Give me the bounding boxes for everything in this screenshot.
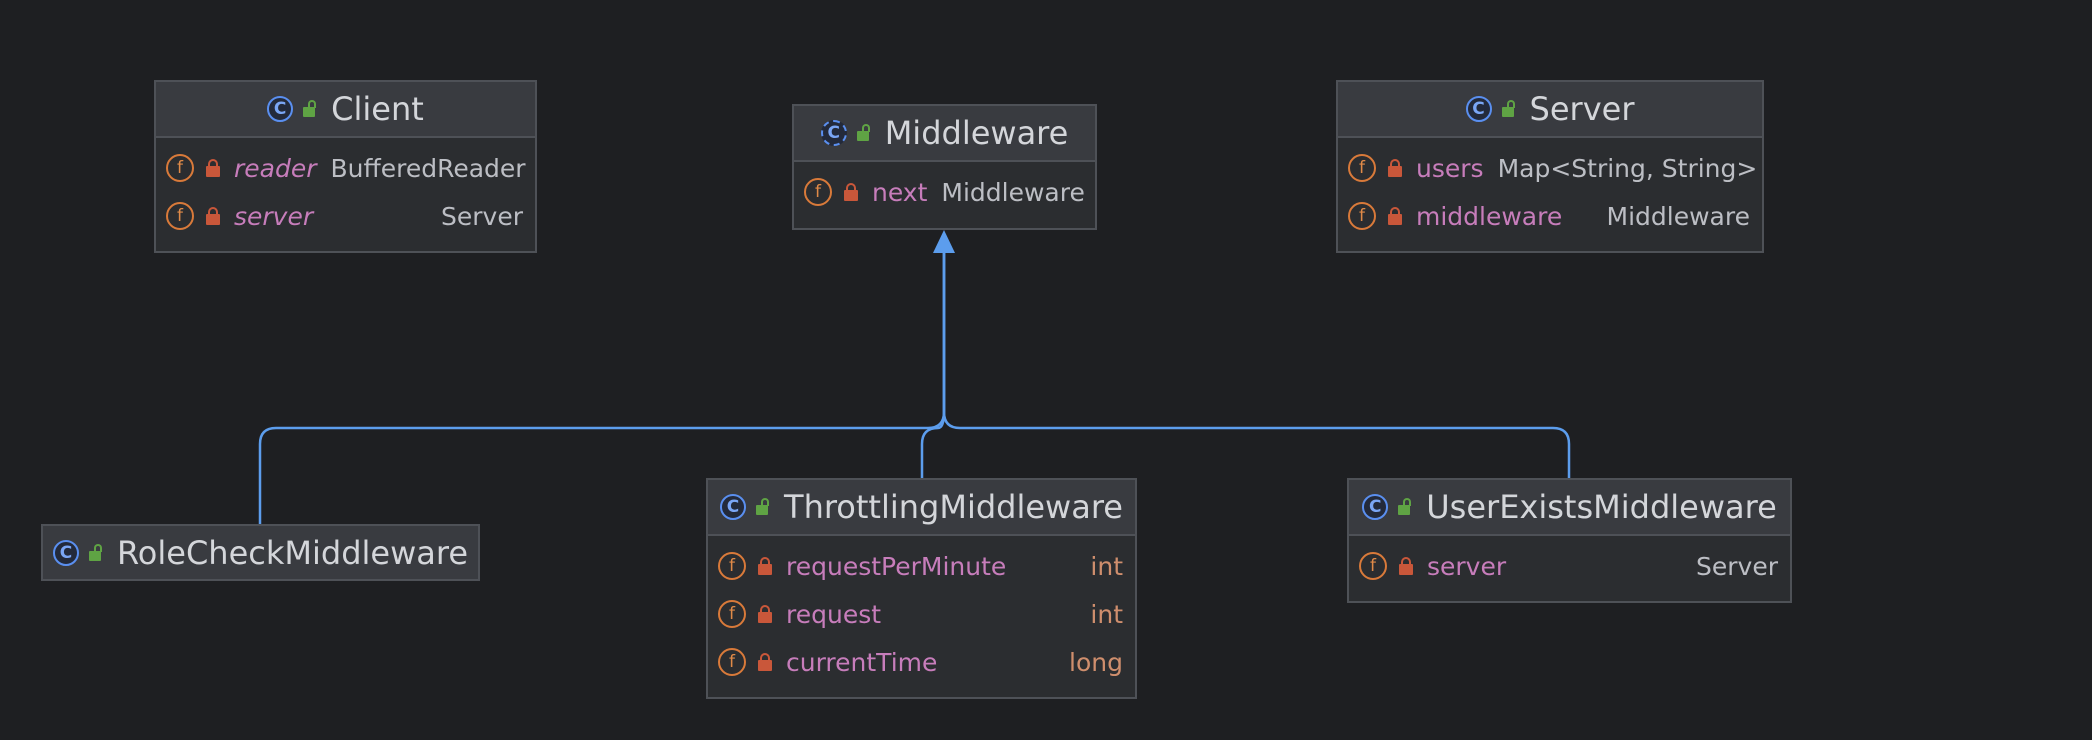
field-name: next [872,177,928,207]
class-name: Server [1529,90,1635,128]
field-icon: f [718,600,746,628]
class-icon: C [1362,494,1389,520]
field-type: int [1090,551,1123,581]
class-throttlingmiddleware[interactable]: C ThrottlingMiddleware f requestPerMinut… [706,478,1137,699]
class-icon: C [720,494,747,520]
field-icon: f [1359,552,1387,580]
field-icon: f [1348,202,1376,230]
class-server[interactable]: C Server f users Map<String, String> f m… [1336,80,1764,253]
field-row[interactable]: f server Server [1349,542,1790,590]
private-lock-icon [844,183,858,201]
field-type: Middleware [941,177,1085,207]
field-row[interactable]: f reader BufferedReader [156,144,535,192]
field-row[interactable]: f server Server [156,192,535,240]
field-name: reader [234,153,317,183]
private-lock-icon [1399,557,1413,575]
public-lock-icon [756,498,772,516]
class-userexistsmiddleware[interactable]: C UserExistsMiddleware f server Server [1347,478,1792,603]
public-lock-icon [1398,498,1414,516]
private-lock-icon [758,653,772,671]
field-row[interactable]: f users Map<String, String> [1338,144,1762,192]
class-header: C Middleware [794,106,1095,162]
abstract-class-icon: C [820,120,847,146]
field-type: BufferedReader [330,153,526,183]
class-header: C UserExistsMiddleware [1349,480,1790,536]
field-list: f reader BufferedReader f server Server [156,138,535,246]
edge-throttling-to-middleware [920,248,946,478]
field-icon: f [166,154,194,182]
field-type: int [1090,599,1123,629]
inheritance-arrowhead [933,230,955,253]
class-rolecheckmiddleware[interactable]: C RoleCheckMiddleware [41,524,480,581]
field-list: f users Map<String, String> f middleware… [1338,138,1762,246]
private-lock-icon [1388,159,1402,177]
field-name: users [1416,153,1484,183]
private-lock-icon [758,557,772,575]
field-icon: f [166,202,194,230]
class-name: Middleware [884,114,1069,152]
field-row[interactable]: f currentTime long [708,638,1135,686]
field-icon: f [718,552,746,580]
public-lock-icon [1501,100,1518,118]
class-name: RoleCheckMiddleware [116,533,468,572]
public-lock-icon [856,124,873,142]
field-list: f server Server [1349,536,1790,596]
public-lock-icon [303,100,319,118]
field-row[interactable]: f request int [708,590,1135,638]
field-icon: f [718,648,746,676]
field-icon: f [1348,154,1376,182]
class-name: ThrottlingMiddleware [784,488,1123,526]
class-header: C Client [156,82,535,138]
field-name: server [1427,551,1507,581]
private-lock-icon [1388,207,1402,225]
field-icon: f [804,178,832,206]
field-type: Map<String, String> [1497,153,1758,183]
private-lock-icon [206,207,220,225]
class-icon: C [52,539,79,566]
class-name: Client [331,90,424,128]
field-name: request [786,599,882,629]
field-name: requestPerMinute [786,551,1007,581]
field-type: Server [441,201,523,231]
class-header: C RoleCheckMiddleware [43,526,478,579]
field-list: f requestPerMinute int f request int f c… [708,536,1135,692]
class-icon: C [1465,96,1492,122]
field-row[interactable]: f middleware Middleware [1338,192,1762,240]
field-row[interactable]: f next Middleware [794,168,1095,216]
class-icon: C [267,96,294,122]
private-lock-icon [758,605,772,623]
class-middleware[interactable]: C Middleware f next Middleware [792,104,1097,230]
class-name: UserExistsMiddleware [1426,488,1777,526]
field-row[interactable]: f requestPerMinute int [708,542,1135,590]
field-name: currentTime [786,647,938,677]
field-type: long [1069,647,1123,677]
class-client[interactable]: C Client f reader BufferedReader f serve… [154,80,537,253]
public-lock-icon [88,543,105,562]
field-type: Server [1696,551,1778,581]
field-list: f next Middleware [794,162,1095,222]
field-name: middleware [1416,201,1563,231]
private-lock-icon [206,159,220,177]
edge-userexists-to-middleware [942,248,1571,478]
field-type: Middleware [1606,201,1750,231]
class-header: C ThrottlingMiddleware [708,480,1135,536]
class-header: C Server [1338,82,1762,138]
field-name: server [234,201,314,231]
